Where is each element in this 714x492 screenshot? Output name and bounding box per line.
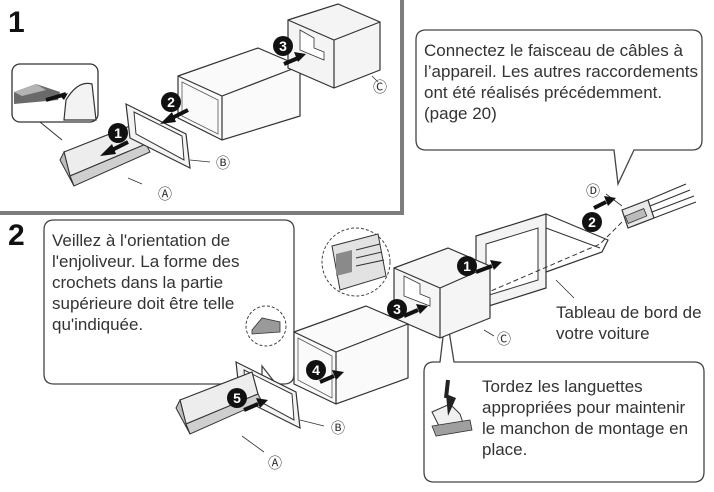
svg-text:1: 1 xyxy=(463,258,471,274)
svg-text:3: 3 xyxy=(393,301,401,317)
step2-marker-2: 2 xyxy=(582,212,602,232)
part-d: Ⓓ xyxy=(586,184,600,200)
wiring-harness-d xyxy=(605,183,697,229)
section-divider xyxy=(0,0,404,215)
mounting-sleeve-c-step1 xyxy=(287,3,381,89)
trim-ring-b-step1 xyxy=(125,102,211,170)
step1-marker-3: 3 xyxy=(273,36,293,56)
callout-tabs-box xyxy=(423,311,705,483)
arrows-step2 xyxy=(243,196,616,412)
callout-harness-box xyxy=(415,29,703,187)
svg-text:2: 2 xyxy=(588,214,596,230)
part-c-step2: Ⓒ xyxy=(497,332,511,348)
part-b-step1: Ⓑ xyxy=(216,156,230,172)
hand-release-inset xyxy=(11,63,99,141)
head-unit-step2 xyxy=(293,305,409,405)
step-number-1: 1 xyxy=(8,6,25,39)
step1-marker-2: 2 xyxy=(161,92,181,112)
mounting-sleeve-c-step2 xyxy=(393,247,495,339)
part-a-step1: Ⓐ xyxy=(158,187,172,203)
callout-trim-text: Veillez à l'orientation de l'enjoliveur.… xyxy=(52,231,240,334)
arrows-step1 xyxy=(100,52,306,156)
step2-marker-5: 5 xyxy=(227,388,247,408)
step2-marker-1: 1 xyxy=(457,256,477,276)
part-b-step2: Ⓑ xyxy=(331,421,345,437)
head-unit-step1 xyxy=(177,47,301,141)
sleeve-detail-inset xyxy=(321,227,391,297)
svg-text:2: 2 xyxy=(167,94,175,110)
callout-harness-text: Connectez le faisceau de câbles à l’appa… xyxy=(424,41,699,123)
step2-marker-3: 3 xyxy=(387,299,407,319)
part-c-step1: Ⓒ xyxy=(373,80,387,96)
step-number-2: 2 xyxy=(8,219,25,252)
svg-text:3: 3 xyxy=(279,38,287,54)
part-a-step2: Ⓐ xyxy=(268,456,282,472)
svg-text:1: 1 xyxy=(114,125,122,141)
callout-tabs-text: Tordez les languettes appropriées pour m… xyxy=(482,377,689,459)
step2-marker-4: 4 xyxy=(306,360,326,380)
step1-marker-1: 1 xyxy=(108,123,128,143)
dashboard-label: Tableau de bord de votre voiture xyxy=(556,303,702,343)
svg-text:4: 4 xyxy=(312,362,320,378)
svg-text:5: 5 xyxy=(233,390,241,406)
